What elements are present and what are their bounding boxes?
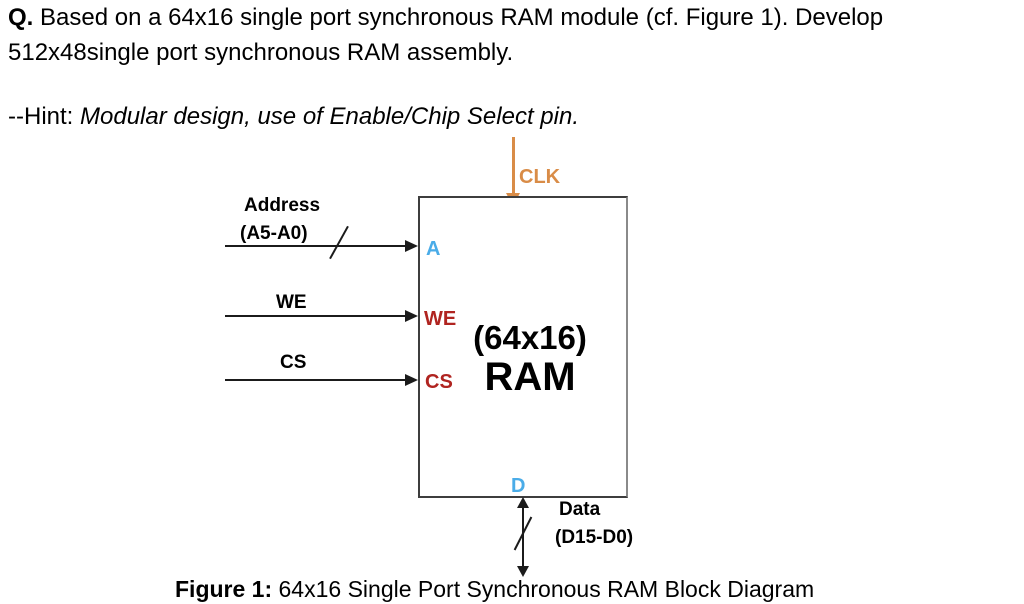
data-bus-label: (D15-D0) bbox=[555, 527, 634, 548]
port-d-label: D bbox=[511, 475, 526, 497]
figure-caption-text: 64x16 Single Port Synchronous RAM Block … bbox=[278, 576, 815, 602]
we-arrowhead-icon bbox=[405, 310, 418, 322]
port-a-label: A bbox=[426, 238, 441, 260]
clk-label: CLK bbox=[519, 166, 561, 188]
question-line2: 512x48single port synchronous RAM assemb… bbox=[8, 39, 514, 66]
hint-italic: Modular design, use of Enable/Chip Selec… bbox=[80, 103, 579, 130]
we-line bbox=[225, 315, 407, 317]
port-cs-label: CS bbox=[425, 371, 453, 393]
cs-signal-label: CS bbox=[280, 352, 307, 373]
chip-name-label: RAM bbox=[484, 355, 576, 399]
cs-arrowhead-icon bbox=[405, 374, 418, 386]
figure-caption: Figure 1: 64x16 Single Port Synchronous … bbox=[175, 574, 814, 604]
clk-arrow-line bbox=[512, 137, 515, 197]
hint-text: --Hint: Modular design, use of Enable/Ch… bbox=[8, 99, 579, 134]
data-arrowhead-down-icon bbox=[517, 566, 529, 577]
chip-size-label: (64x16) bbox=[473, 319, 587, 356]
hint-prefix: --Hint: bbox=[8, 103, 74, 130]
address-line bbox=[225, 245, 407, 247]
data-arrowhead-up-icon bbox=[517, 497, 529, 508]
address-arrowhead-icon bbox=[405, 240, 418, 252]
we-signal-label: WE bbox=[276, 292, 307, 313]
question-line1: Based on a 64x16 single port synchronous… bbox=[40, 4, 884, 31]
address-bus-label: (A5-A0) bbox=[240, 223, 308, 244]
ram-box bbox=[418, 196, 628, 498]
cs-line bbox=[225, 379, 407, 381]
data-arrow-line bbox=[522, 505, 524, 569]
question-prefix: Q. bbox=[8, 4, 34, 31]
question-text: Q. Based on a 64x16 single port synchron… bbox=[8, 0, 883, 70]
address-bus-slash-icon bbox=[329, 225, 349, 260]
port-we-label: WE bbox=[424, 308, 457, 330]
figure-caption-prefix: Figure 1: bbox=[175, 576, 273, 602]
data-label: Data bbox=[559, 499, 601, 520]
address-label: Address bbox=[244, 195, 321, 216]
